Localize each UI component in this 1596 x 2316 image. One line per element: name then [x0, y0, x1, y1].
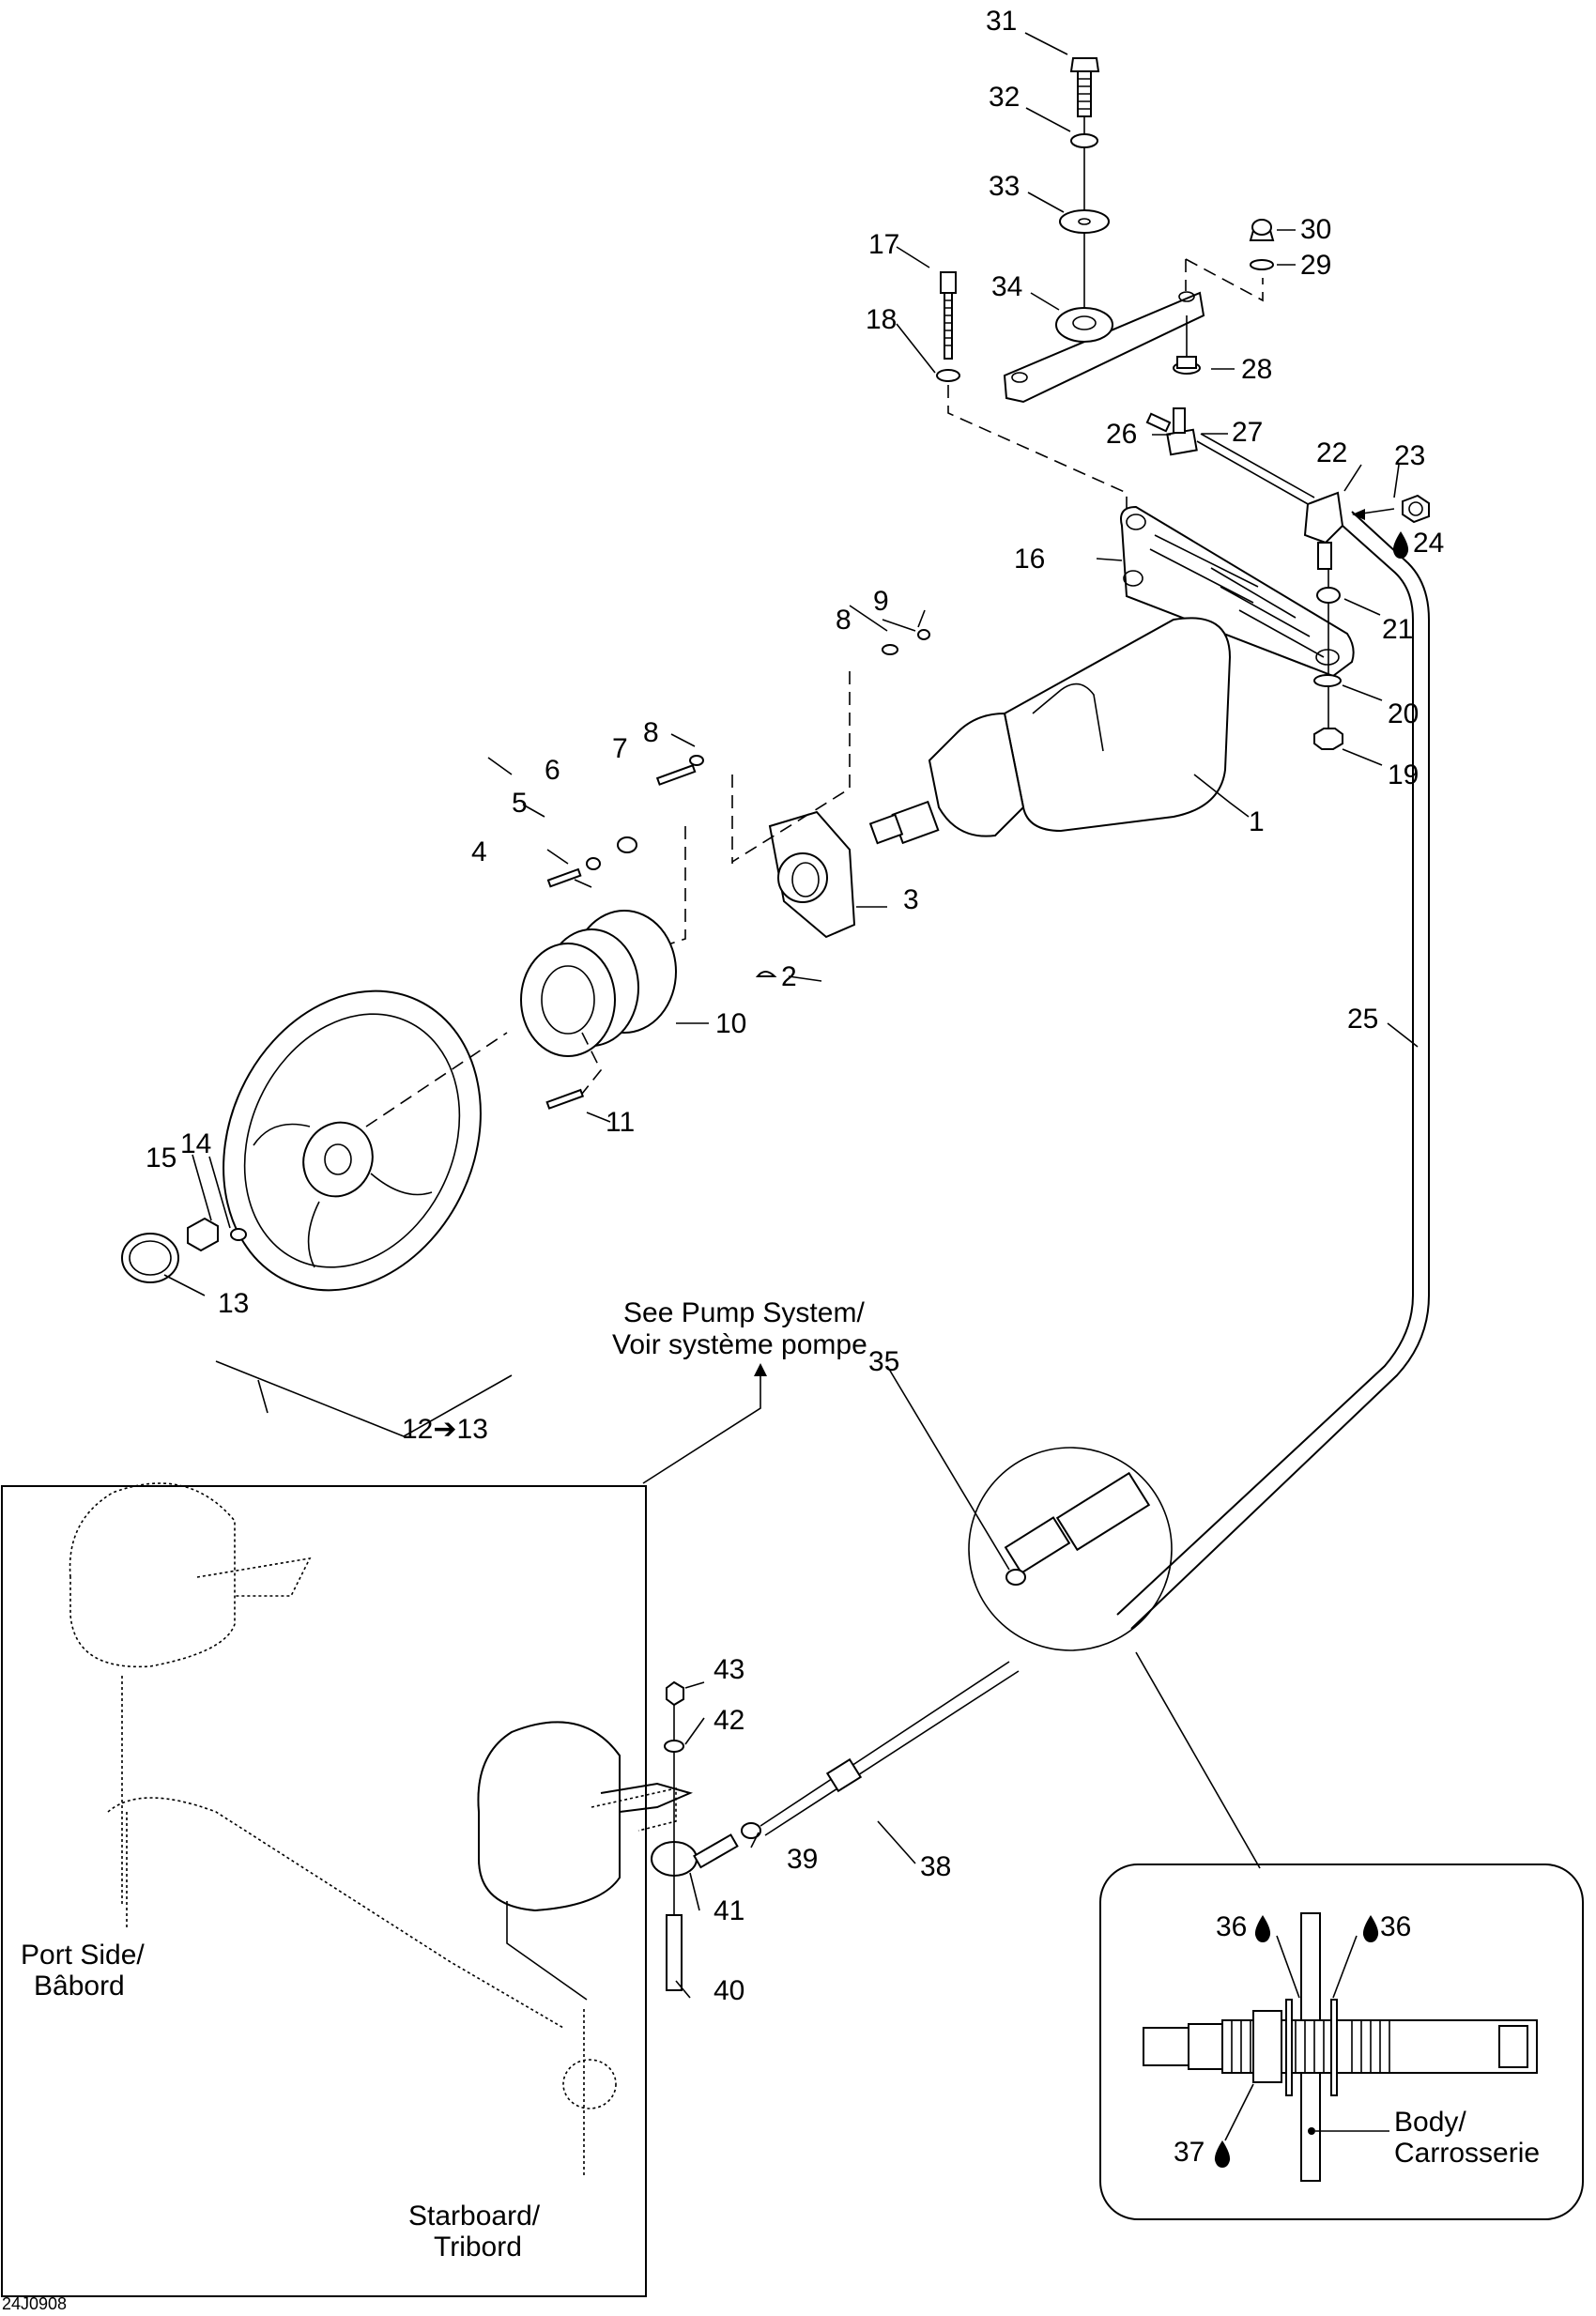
annotations: 12➔13 See Pump System/ Voir système pomp…	[2, 1297, 1540, 2313]
callout-13: 13	[218, 1288, 249, 1319]
pump-note-line2: Voir système pompe	[612, 1329, 867, 1360]
figure-id: 24J0908	[2, 2294, 67, 2313]
callout-16: 16	[1014, 544, 1045, 575]
bolt-17-assembly	[936, 271, 1128, 540]
washer-icon	[1059, 209, 1110, 234]
callout-21: 21	[1382, 614, 1413, 645]
callout-33: 33	[989, 171, 1020, 202]
callout-36-left: 36	[1216, 1911, 1247, 1942]
cable-end-assembly	[1145, 407, 1430, 570]
starboard-line1: Starboard/	[408, 2201, 541, 2232]
hub-adapter-icon	[520, 910, 677, 1110]
callout-39: 39	[787, 1844, 818, 1875]
callout-14: 14	[180, 1128, 211, 1159]
callout-1: 1	[1249, 806, 1265, 837]
bracket-icon	[1003, 291, 1205, 404]
washer-icon	[1250, 259, 1274, 270]
callout-29: 29	[1300, 250, 1331, 281]
callout-38: 38	[920, 1851, 951, 1882]
callout-35: 35	[868, 1346, 899, 1377]
callout-17: 17	[868, 229, 899, 260]
callout-3: 3	[903, 884, 919, 915]
steering-cable-icon	[1116, 511, 1430, 1630]
callout-27: 27	[1232, 417, 1263, 448]
callout-2: 2	[781, 961, 797, 992]
pump-system-pointer	[642, 1363, 767, 1484]
upper-bracket-assembly	[1003, 57, 1275, 404]
callout-6: 6	[545, 755, 560, 786]
callout-43: 43	[714, 1654, 744, 1685]
mounting-plate-assembly	[546, 629, 930, 977]
callout-30: 30	[1300, 214, 1331, 245]
callout-labels: 1 2 3 4 5 6 7 8 8 9 10 11 13 14 15 16 17…	[146, 6, 1444, 2168]
port-side-line1: Port Side/	[21, 1940, 145, 1971]
key-icon	[755, 971, 777, 977]
callout-24: 24	[1413, 528, 1444, 559]
callout-18: 18	[866, 304, 897, 335]
cable-fitting-detail	[968, 1447, 1261, 1869]
callout-22: 22	[1316, 437, 1347, 468]
lubricant-drop-icon	[1392, 531, 1409, 559]
washer-icon	[1070, 133, 1098, 148]
callout-23: 23	[1394, 440, 1425, 471]
callout-32: 32	[989, 82, 1020, 113]
port-side-line2: Bâbord	[34, 1971, 125, 2002]
callout-40: 40	[714, 1975, 744, 2006]
body-line2: Carrosserie	[1394, 2138, 1540, 2169]
callout-25: 25	[1347, 1004, 1378, 1035]
lubricant-drop-icon	[1214, 2140, 1231, 2168]
callout-36-right: 36	[1380, 1911, 1411, 1942]
callout-28: 28	[1241, 354, 1272, 385]
steering-wheel-icon	[121, 989, 513, 1437]
lubricant-drop-icon	[1362, 1915, 1379, 1942]
steering-linkage-inset	[1, 1485, 647, 2297]
callout-7: 7	[612, 733, 628, 764]
pump-note-line1: See Pump System/	[623, 1297, 865, 1328]
callout-10: 10	[715, 1008, 746, 1039]
leader-lines	[163, 32, 1419, 1999]
callout-9: 9	[873, 586, 889, 617]
callout-31: 31	[986, 6, 1017, 37]
callout-37: 37	[1174, 2137, 1205, 2168]
callout-8b: 8	[836, 605, 852, 636]
callout-11: 11	[606, 1107, 635, 1138]
callout-5: 5	[512, 788, 528, 819]
callout-19: 19	[1388, 759, 1419, 790]
group-label: 12➔13	[402, 1414, 488, 1445]
callout-41: 41	[714, 1895, 744, 1926]
bulkhead-detail	[1099, 1864, 1584, 2220]
callout-20: 20	[1388, 698, 1419, 729]
callout-26: 26	[1106, 419, 1137, 450]
helm-icon	[868, 617, 1232, 845]
callout-34: 34	[991, 271, 1022, 302]
lower-hardware	[1313, 569, 1343, 750]
body-line1: Body/	[1394, 2107, 1466, 2138]
lubricant-drop-icon	[1254, 1915, 1271, 1942]
starboard-line2: Tribord	[434, 2232, 522, 2262]
nozzle-linkage	[477, 1661, 1020, 1991]
support-bracket-icon	[1120, 505, 1355, 678]
callout-15: 15	[146, 1143, 176, 1173]
callout-42: 42	[714, 1705, 744, 1736]
bolt-icon	[1069, 57, 1100, 117]
callout-4: 4	[471, 836, 487, 867]
port-nozzle-icon	[69, 1482, 617, 2178]
callout-8a: 8	[643, 717, 659, 748]
